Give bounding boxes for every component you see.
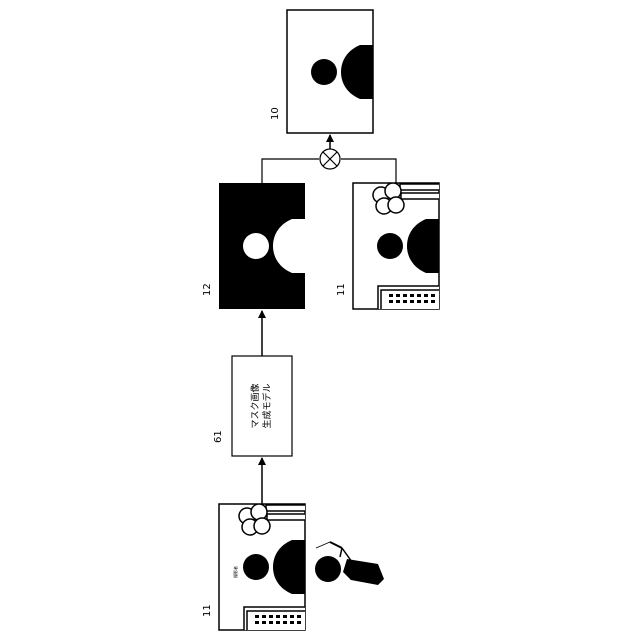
person-head: [243, 554, 269, 580]
label-model: 61: [213, 430, 224, 443]
label-input-image: 11: [202, 604, 213, 617]
input-image-copy-11: [353, 183, 451, 316]
mask-generation-model-box: マスク画像 生成モデル: [232, 356, 292, 456]
mask-head: [243, 233, 269, 259]
mask-image-12: [219, 183, 305, 309]
label-mask-image: 12: [202, 283, 213, 296]
output-person-head: [311, 59, 337, 85]
person-head: [377, 233, 403, 259]
output-image-10: [287, 10, 373, 133]
building-icon: [378, 286, 451, 316]
model-label-line2: 生成モデル: [261, 383, 273, 428]
photographer-head: [315, 556, 341, 582]
input-image-11: 撮影者: [219, 504, 317, 637]
multiply-icon: [320, 149, 340, 169]
model-label-line1: マスク画像: [249, 383, 261, 428]
label-output-image: 10: [270, 107, 281, 120]
photo-tag: 撮影者: [232, 566, 238, 578]
building-icon: [244, 607, 317, 637]
photographer: [315, 542, 384, 585]
label-input-image-copy: 11: [336, 283, 347, 296]
